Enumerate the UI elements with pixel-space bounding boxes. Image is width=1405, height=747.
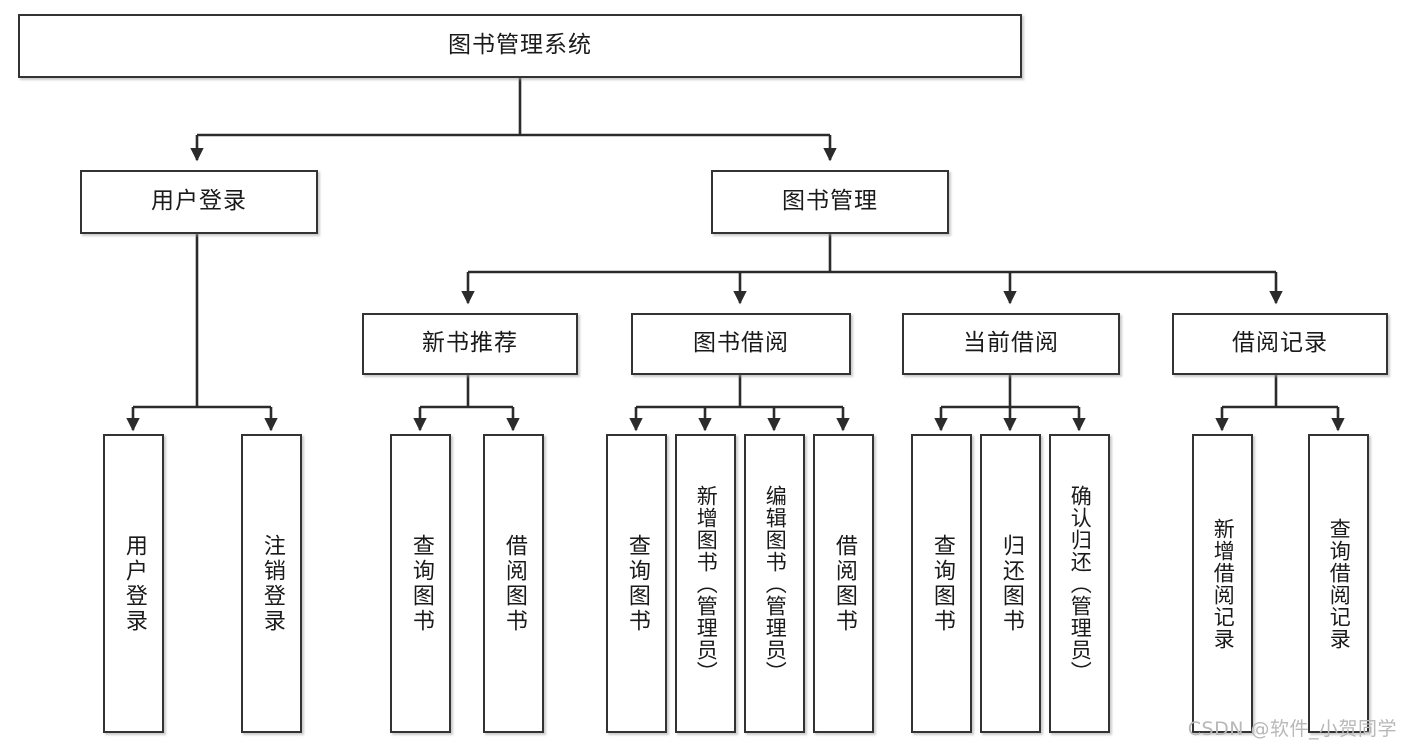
node-leaf-query-book-2-label: 查询图书 <box>624 533 650 634</box>
node-user-login[interactable]: 用户登录 <box>80 170 318 234</box>
node-leaf-user-login-label: 用户登录 <box>121 533 147 634</box>
node-current-borrow[interactable]: 当前借阅 <box>902 313 1120 375</box>
node-leaf-query-book-1-label: 查询图书 <box>408 533 434 634</box>
node-leaf-edit-book[interactable]: 编辑图书（管理员） <box>744 434 805 733</box>
node-leaf-query-book-3-label: 查询图书 <box>929 533 955 634</box>
node-current-borrow-label: 当前借阅 <box>963 330 1059 357</box>
node-root[interactable]: 图书管理系统 <box>18 14 1022 78</box>
node-leaf-return-book-label: 归还图书 <box>998 533 1024 634</box>
node-borrow-record[interactable]: 借阅记录 <box>1172 313 1388 375</box>
node-new-book-recommend[interactable]: 新书推荐 <box>362 313 578 375</box>
node-new-book-recommend-label: 新书推荐 <box>422 330 518 357</box>
node-book-borrow[interactable]: 图书借阅 <box>631 313 851 375</box>
node-book-management-label: 图书管理 <box>782 188 878 215</box>
node-leaf-query-record[interactable]: 查询借阅记录 <box>1308 434 1369 733</box>
node-leaf-confirm-return[interactable]: 确认归还（管理员） <box>1049 434 1110 733</box>
node-book-borrow-label: 图书借阅 <box>693 330 789 357</box>
node-root-label: 图书管理系统 <box>448 32 592 59</box>
node-leaf-query-book-1[interactable]: 查询图书 <box>390 434 451 733</box>
node-leaf-borrow-book-2[interactable]: 借阅图书 <box>813 434 874 733</box>
node-leaf-logout-login[interactable]: 注销登录 <box>241 434 302 733</box>
node-leaf-query-record-label: 查询借阅记录 <box>1327 517 1352 650</box>
node-user-login-label: 用户登录 <box>151 188 247 215</box>
node-leaf-query-book-3[interactable]: 查询图书 <box>911 434 972 733</box>
node-leaf-borrow-book-1-label: 借阅图书 <box>501 533 527 634</box>
node-leaf-query-book-2[interactable]: 查询图书 <box>606 434 667 733</box>
node-leaf-edit-book-label: 编辑图书（管理员） <box>763 484 788 683</box>
node-leaf-return-book[interactable]: 归还图书 <box>980 434 1041 733</box>
node-book-management[interactable]: 图书管理 <box>711 170 949 234</box>
node-leaf-borrow-book-2-label: 借阅图书 <box>831 533 857 634</box>
node-borrow-record-label: 借阅记录 <box>1232 330 1328 357</box>
node-leaf-logout-login-label: 注销登录 <box>259 533 285 634</box>
node-leaf-add-book[interactable]: 新增图书（管理员） <box>675 434 736 733</box>
node-leaf-confirm-return-label: 确认归还（管理员） <box>1068 484 1093 683</box>
node-leaf-add-record[interactable]: 新增借阅记录 <box>1192 434 1253 733</box>
node-leaf-add-book-label: 新增图书（管理员） <box>694 484 719 683</box>
node-leaf-user-login[interactable]: 用户登录 <box>103 434 164 733</box>
node-leaf-borrow-book-1[interactable]: 借阅图书 <box>483 434 544 733</box>
node-leaf-add-record-label: 新增借阅记录 <box>1211 517 1236 650</box>
csdn-watermark: CSDN @软件_小贺同学 <box>1187 718 1397 740</box>
